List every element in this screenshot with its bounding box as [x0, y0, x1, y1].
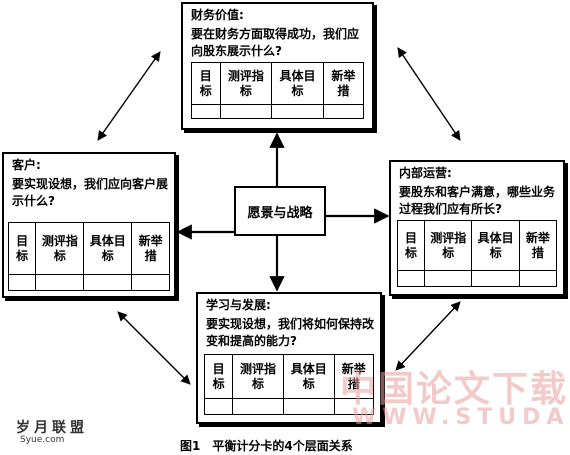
learning-col-goal: 目标	[203, 354, 234, 399]
figure-caption: 图1 平衡计分卡的4个层面关系	[180, 439, 353, 453]
finance-box: 财务价值: 要在财务方面取得成功，我们应向股东展示什么? 目标 测评指标 具体目…	[181, 2, 374, 130]
customer-box: 客户: 要实现设想，我们应向客户展示什么? 目标 测评指标 具体目标 新举措	[2, 152, 176, 298]
customer-col-initiative: 新举措	[131, 222, 170, 275]
internal-col-target: 具体目标	[471, 220, 520, 271]
customer-col-goal: 目标	[7, 222, 37, 275]
internal-question: 要股东和客户满意，哪些业务过程我们应有所长?	[399, 185, 556, 216]
watermark-text: 中国论文下载	[340, 369, 569, 410]
arrow-internal-learning	[395, 301, 461, 371]
internal-col-metric: 测评指标	[424, 220, 473, 271]
finance-table: 目标 测评指标 具体目标 新举措	[191, 62, 365, 119]
customer-col-metric: 测评指标	[35, 222, 85, 275]
finance-col-metric: 测评指标	[219, 62, 273, 105]
internal-col-initiative: 新举措	[518, 220, 558, 271]
customer-table: 目标 测评指标 具体目标 新举措	[7, 222, 170, 291]
learning-col-target: 具体目标	[282, 354, 335, 399]
site-logo: 岁月联盟	[16, 420, 88, 436]
vision-strategy-box: 愿景与战略	[234, 186, 326, 236]
internal-col-goal: 目标	[396, 220, 426, 271]
learning-col-metric: 测评指标	[232, 354, 284, 399]
internal-table: 目标 测评指标 具体目标 新举措	[396, 220, 558, 287]
customer-question: 要实现设想，我们应向客户展示什么?	[12, 177, 169, 208]
finance-col-target: 具体目标	[271, 62, 324, 105]
finance-question: 要在财务方面取得成功，我们应向股东展示什么?	[191, 27, 360, 58]
learning-table: 目标 测评指标 具体目标 新举措	[203, 354, 375, 415]
finance-title: 财务价值:	[191, 8, 244, 22]
internal-box: 内部运营: 要股东和客户满意，哪些业务过程我们应有所长? 目标 测评指标 具体目…	[389, 160, 565, 296]
vision-strategy-label: 愿景与战略	[247, 205, 313, 221]
learning-col-initiative: 新举措	[333, 354, 375, 399]
finance-col-goal: 目标	[191, 62, 221, 105]
learning-question: 要实现设想，我们将如何保持改变和提高的能力?	[206, 317, 375, 348]
arrow-finance-internal	[397, 47, 461, 141]
customer-title: 客户:	[12, 158, 41, 172]
site-logo-url: Syue.com	[20, 435, 65, 445]
watermark-url: WWW.STUDA.	[352, 405, 570, 430]
learning-box: 学习与发展: 要实现设想，我们将如何保持改变和提高的能力? 目标 测评指标 具体…	[196, 292, 382, 424]
arrow-finance-customer	[97, 51, 161, 141]
customer-col-target: 具体目标	[83, 222, 133, 275]
arrow-customer-learning	[117, 311, 191, 385]
learning-title: 学习与发展:	[206, 298, 271, 312]
internal-title: 内部运营:	[399, 166, 452, 180]
finance-col-initiative: 新举措	[322, 62, 365, 105]
